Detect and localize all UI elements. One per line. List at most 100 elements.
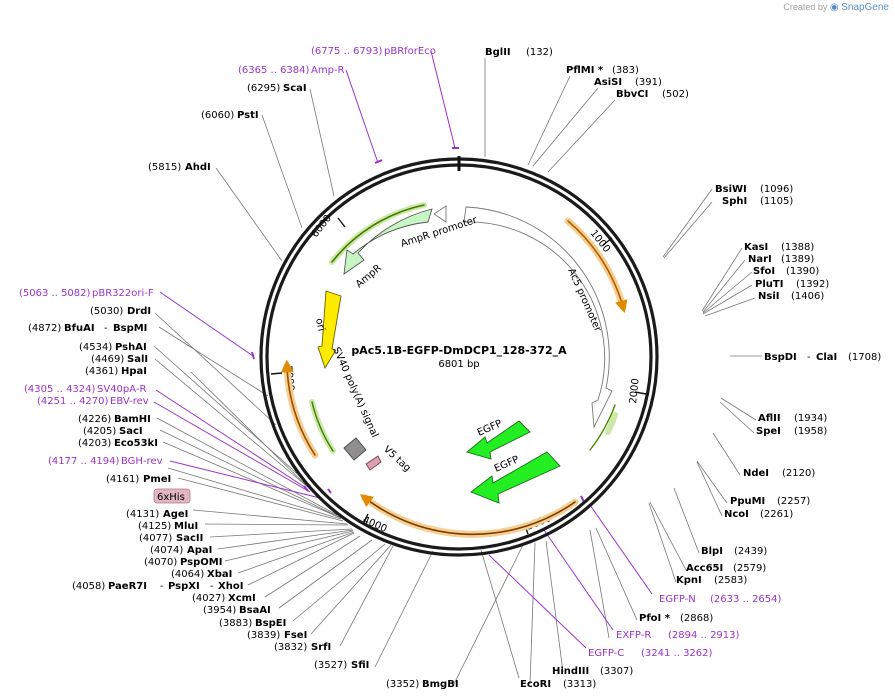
svg-text:SrfI: SrfI	[311, 642, 331, 653]
green-arcs	[309, 202, 618, 454]
label-sv40pa-r: (4305 .. 4324) SV40pA-R	[24, 384, 146, 395]
svg-text:BsiWI: BsiWI	[715, 184, 747, 195]
svg-text:EGFP-C: EGFP-C	[588, 648, 624, 659]
svg-text:(5815): (5815)	[148, 162, 181, 173]
svg-text:PluTI: PluTI	[755, 279, 783, 290]
svg-text:HpaI: HpaI	[121, 366, 147, 377]
credit-brand: SnapGene	[841, 2, 889, 13]
label-pbr322ori-f: (5063 .. 5082) pBR322ori-F	[19, 288, 154, 299]
label-bspei: (3883) BspEI	[219, 618, 286, 629]
svg-text:SV40pA-R: SV40pA-R	[97, 384, 146, 395]
svg-text:(1392): (1392)	[796, 279, 829, 290]
ampr-label: AmpR	[354, 263, 384, 291]
svg-text:BglII: BglII	[485, 47, 511, 58]
svg-text:ApaI: ApaI	[187, 545, 212, 556]
label-xcmi: (4027) XcmI	[192, 593, 256, 604]
svg-text:BamHI: BamHI	[114, 414, 151, 425]
svg-text:(1708): (1708)	[848, 352, 881, 363]
svg-text:(5063 .. 5082): (5063 .. 5082)	[19, 288, 91, 299]
label-bsiwi: BsiWI (1096)	[715, 184, 793, 195]
ampr-promoter-feature	[433, 205, 447, 223]
label-paer7i-pspxi-xhoi: (4058) PaeR7I - PspXI - XhoI	[72, 581, 243, 592]
tick-marks	[270, 217, 647, 535]
label-ppumi: PpuMI (2257)	[730, 496, 810, 507]
svg-text:(4131): (4131)	[126, 509, 159, 520]
label-ampr-primer: (6365 .. 6384) Amp-R	[238, 65, 345, 76]
svg-text:(1406): (1406)	[791, 291, 824, 302]
svg-text:(4064): (4064)	[171, 569, 204, 580]
svg-text:PspOMI: PspOMI	[180, 557, 222, 568]
label-bsaai: (3954) BsaAI	[203, 605, 271, 616]
svg-text:(2261): (2261)	[760, 509, 793, 520]
label-bamhi: (4226) BamHI	[78, 414, 151, 425]
svg-text:HindIII: HindIII	[552, 666, 589, 677]
svg-text:BfuAI: BfuAI	[64, 323, 95, 334]
label-acc65i: Acc65I (2579)	[686, 563, 766, 574]
label-sacii: (4077) SacII	[139, 533, 203, 544]
svg-text:(4074): (4074)	[150, 545, 183, 556]
svg-text:XcmI: XcmI	[228, 593, 256, 604]
svg-text:(3527): (3527)	[314, 660, 347, 671]
svg-text:(4070): (4070)	[144, 557, 177, 568]
label-bmgbi: (3352) BmgBI	[386, 679, 459, 690]
svg-text:AflII: AflII	[758, 413, 781, 424]
svg-text:(4361): (4361)	[85, 366, 118, 377]
svg-text:(4161): (4161)	[106, 474, 139, 485]
svg-text:-: -	[807, 352, 811, 363]
svg-text:Amp-R: Amp-R	[311, 65, 345, 76]
label-spei: SpeI (1958)	[756, 426, 827, 437]
label-ecori: EcoRI (3313)	[520, 679, 596, 690]
svg-text:EGFP-N: EGFP-N	[659, 594, 696, 605]
svg-text:BspDI: BspDI	[764, 352, 797, 363]
svg-text:(6295): (6295)	[247, 83, 280, 94]
svg-text:(3832): (3832)	[274, 642, 307, 653]
svg-text:KasI: KasI	[744, 242, 768, 253]
ac5-promoter-feature	[463, 206, 613, 429]
plasmid-name: pAc5.1B-EGFP-DmDCP1_128-372_A	[351, 344, 567, 357]
svg-text:SfiI: SfiI	[351, 660, 369, 671]
svg-text:(4077): (4077)	[139, 533, 172, 544]
plasmid-length: 6801 bp	[438, 359, 479, 370]
svg-text:(4058): (4058)	[72, 581, 105, 592]
ampr-feature	[343, 208, 433, 275]
svg-text:(6775 .. 6793): (6775 .. 6793)	[311, 46, 383, 57]
label-nsii: NsiI (1406)	[758, 291, 824, 302]
credit-prefix: Created by	[783, 2, 828, 12]
svg-text:SfoI: SfoI	[753, 266, 775, 277]
snapgene-logo-icon: ◉	[829, 2, 839, 13]
sv40-feature	[343, 437, 367, 461]
svg-text:NdeI: NdeI	[743, 468, 769, 479]
svg-text:(1105): (1105)	[760, 196, 793, 207]
svg-text:(383): (383)	[612, 65, 639, 76]
svg-text:KpnI: KpnI	[676, 575, 702, 586]
label-bspdi-clai: BspDI - ClaI (1708)	[764, 352, 881, 363]
svg-text:(1389): (1389)	[781, 254, 814, 265]
svg-text:(3883): (3883)	[219, 618, 252, 629]
label-ndei: NdeI (2120)	[743, 468, 815, 479]
svg-text:(132): (132)	[526, 47, 553, 58]
svg-text:Acc65I: Acc65I	[686, 563, 723, 574]
ori-feature	[317, 290, 342, 370]
label-pfoi: PfoI * (2868)	[639, 613, 713, 624]
label-exfp-r: EXFP-R (2894 .. 2913)	[616, 630, 740, 641]
svg-text:(2120): (2120)	[782, 468, 815, 479]
svg-text:-: -	[210, 581, 214, 592]
svg-text:XbaI: XbaI	[207, 569, 232, 580]
label-fsei: (3839) FseI	[247, 630, 307, 641]
label-pspomi: (4070) PspOMI	[144, 557, 222, 568]
svg-text:6xHis: 6xHis	[157, 492, 185, 503]
svg-text:BlpI: BlpI	[701, 546, 723, 557]
svg-text:MluI: MluI	[174, 521, 198, 532]
svg-text:AhdI: AhdI	[185, 162, 211, 173]
svg-text:(4469): (4469)	[91, 354, 124, 365]
svg-text:BmgBI: BmgBI	[422, 679, 459, 690]
label-sfii: (3527) SfiI	[314, 660, 369, 671]
label-pfimi: PflMI * (383)	[566, 65, 639, 76]
svg-text:SpeI: SpeI	[756, 426, 781, 437]
svg-text:(4177 .. 4194): (4177 .. 4194)	[48, 456, 120, 467]
svg-text:PfoI *: PfoI *	[639, 613, 671, 624]
label-kpni: KpnI (2583)	[676, 575, 747, 586]
svg-text:(6365 .. 6384): (6365 .. 6384)	[238, 65, 310, 76]
label-ahdi: (5815) AhdI	[148, 162, 211, 173]
